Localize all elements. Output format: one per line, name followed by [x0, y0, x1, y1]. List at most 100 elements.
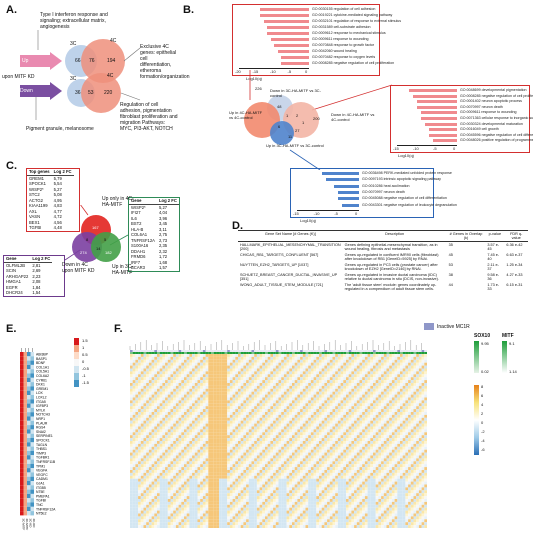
heatmap-f-cell	[286, 420, 290, 424]
heatmap-f-cell	[154, 464, 157, 468]
heatmap-f-cell	[367, 429, 371, 433]
heatmap-f-cell	[143, 455, 147, 459]
heatmap-f-cell	[232, 455, 236, 459]
heatmap-f-cell	[278, 356, 282, 360]
heatmap-f-cell	[386, 380, 390, 383]
heatmap-f-cell	[173, 438, 176, 441]
heatmap-f-cell	[170, 441, 174, 444]
heatmap-f-cell	[243, 420, 247, 424]
heatmap-f-cell	[394, 435, 398, 439]
heatmap-f-cell	[173, 423, 176, 427]
c-n167: 167	[92, 225, 99, 230]
heatmap-f-cell	[275, 365, 279, 369]
heatmap-f-cell	[240, 409, 244, 412]
heatmap-f-cell	[335, 391, 338, 395]
heatmap-f-cell	[248, 359, 252, 363]
heatmap-f-cell	[238, 377, 241, 381]
heatmap-f-cell	[270, 383, 274, 386]
heatmap-f-cell	[216, 406, 220, 410]
heatmap-f-cell	[294, 409, 298, 412]
heatmap-e-cell	[27, 395, 31, 400]
heatmap-f-cell	[310, 455, 314, 459]
heatmap-f-cell	[162, 441, 166, 444]
heatmap-f-cell	[335, 380, 338, 383]
heatmap-f-cell	[351, 455, 355, 459]
table-row: WISP2*5,27	[129, 204, 179, 210]
heatmap-f-cell	[332, 420, 336, 424]
heatmap-f-cell	[208, 362, 211, 366]
heatmap-f-cell	[184, 383, 187, 386]
heatmap-f-cell	[265, 414, 268, 418]
heatmap-f-cell	[167, 403, 171, 407]
heatmap-f-cell	[173, 406, 176, 410]
heatmap-f-cell	[386, 452, 390, 456]
heatmap-f-cell	[359, 414, 363, 418]
heatmap-f-cell	[248, 458, 252, 462]
heatmap-f-cell	[205, 383, 209, 386]
heatmap-f-cell	[418, 446, 422, 450]
heatmap-f-cell	[386, 458, 390, 462]
heatmap-f-cell	[189, 359, 193, 363]
heatmap-f-cell	[186, 400, 190, 404]
heatmap-f-cell	[130, 429, 133, 433]
heatmap-f-cell	[270, 388, 274, 392]
heatmap-f-cell	[305, 388, 309, 392]
heatmap-f-cell	[170, 400, 174, 404]
heatmap-f-cell	[240, 368, 244, 372]
heatmap-f-cell	[286, 441, 290, 444]
heatmap-f-cell	[294, 365, 298, 369]
heatmap-f-cell	[273, 432, 276, 436]
heatmap-f-cell	[418, 354, 422, 357]
heatmap-f-cell	[138, 443, 141, 447]
heatmap-f-cell	[140, 438, 144, 441]
heatmap-e-cell	[30, 352, 34, 357]
go-box-bottom: GO:0036498 PERK-mediated unfolded protei…	[290, 168, 457, 218]
go-axis-tick: -5	[433, 146, 437, 151]
heatmap-f-mc1r-cell	[154, 350, 157, 352]
heatmap-f-cell	[378, 359, 382, 363]
heatmap-f-cell	[389, 394, 392, 398]
heatmap-f-cell	[167, 455, 171, 459]
heatmap-f-cell	[265, 374, 268, 378]
heatmap-f-annot-cell	[310, 352, 314, 354]
heatmap-f-cell	[224, 414, 228, 418]
mitf-label: MITF	[502, 333, 514, 339]
heatmap-f-cell	[256, 435, 260, 439]
heatmap-f-cell	[240, 449, 244, 453]
heatmap-f-cell	[413, 368, 417, 372]
heatmap-f-cell	[289, 455, 292, 459]
heatmap-f-cell	[424, 426, 427, 430]
heatmap-e-cell	[20, 511, 24, 516]
heatmap-f-cell	[289, 380, 292, 383]
heatmap-f-cell	[408, 455, 411, 459]
heatmap-f-cell	[138, 438, 141, 441]
heatmap-f-cell	[148, 429, 152, 433]
heatmap-f-cell	[246, 409, 249, 412]
heatmap-f-mc1r-cell	[135, 350, 139, 352]
heatmap-f-cell	[219, 388, 222, 392]
heatmap-f-cell	[346, 455, 349, 459]
heatmap-f-mc1r-cell	[378, 350, 382, 352]
heatmap-f-cell	[192, 429, 195, 433]
heatmap-f-cell	[378, 394, 382, 398]
heatmap-f-cell	[300, 406, 303, 410]
heatmap-f-cell	[219, 426, 222, 430]
heatmap-f-cell	[224, 443, 228, 447]
heatmap-f-cell	[262, 429, 265, 433]
gs-cell: 6.63 e-37	[506, 253, 523, 257]
heatmap-f-cell	[343, 403, 346, 407]
heatmap-f-cell	[300, 455, 303, 459]
heatmap-f-cell	[351, 362, 355, 366]
gene-name: IL6	[131, 215, 137, 221]
heatmap-f-cell	[348, 432, 352, 436]
heatmap-f-cell	[370, 383, 373, 386]
go-right-axis-title: Log10(q)	[398, 153, 415, 158]
heatmap-f-cell	[351, 403, 355, 407]
heatmap-f-cell	[138, 414, 141, 418]
heatmap-f-cell	[146, 383, 149, 386]
heatmap-f-cell	[327, 391, 330, 395]
heatmap-f-cell	[167, 374, 171, 378]
heatmap-f-cell	[251, 394, 255, 398]
